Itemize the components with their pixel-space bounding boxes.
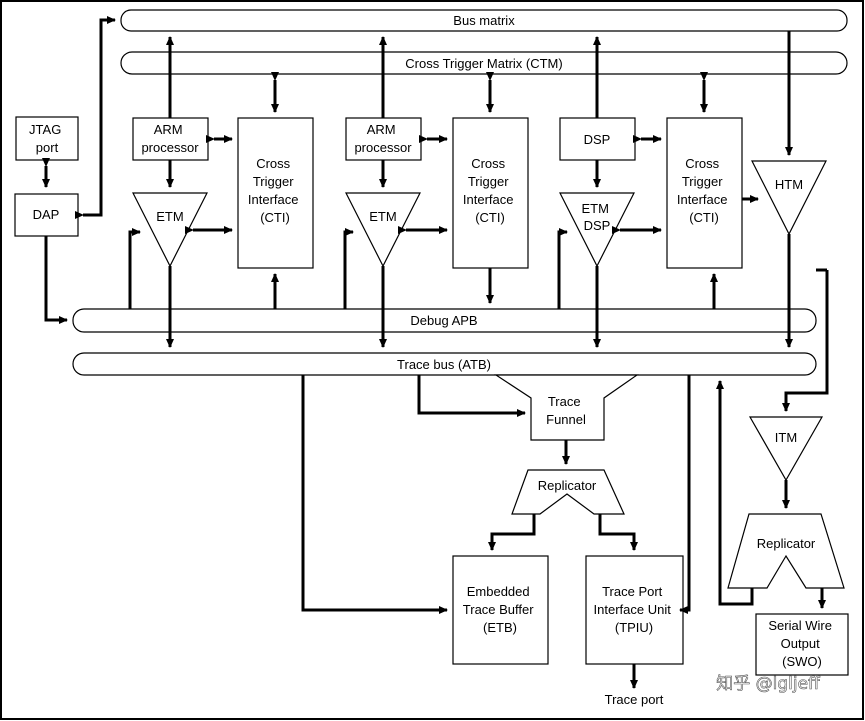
replicator-tracebus-link — [716, 380, 754, 606]
side-itm-link — [782, 270, 829, 412]
etm-dsp-label: ETM DSP — [581, 201, 612, 233]
etb-label: Embedded Trace Buffer (ETB) — [463, 584, 537, 635]
etb-box — [452, 555, 549, 665]
tracebus-etb-link — [301, 375, 448, 614]
debug-apb-label: Debug APB — [410, 313, 477, 328]
replicator-swo-shape — [727, 513, 845, 589]
cti-1-label: Cross Trigger Interface (CTI) — [248, 156, 302, 225]
trace-funnel-shape — [493, 374, 639, 441]
swo-label: Serial Wire Output (SWO) — [768, 618, 835, 669]
tracebus-tpiu-link — [679, 375, 691, 614]
etm-2-label: ETM — [369, 209, 396, 224]
cti-2-box — [452, 117, 529, 269]
trace-bus-label: Trace bus (ATB) — [397, 357, 491, 372]
tracebus-funnel-link — [417, 375, 526, 417]
arm-processor-2-label: ARM processor — [354, 122, 412, 155]
bus-matrix-label: Bus matrix — [453, 13, 515, 28]
trace-port-label: Trace port — [605, 692, 664, 707]
apb-etmdsp-link — [557, 228, 568, 309]
replicator-swo-label: Replicator — [757, 536, 816, 551]
apb-etm2-link — [343, 228, 354, 309]
replicator-main-label: Replicator — [538, 478, 597, 493]
trace-bus-bar — [72, 352, 817, 376]
cti-1-box — [237, 117, 314, 269]
bus-matrix-bar — [120, 9, 848, 32]
replicator-tpiu-link — [598, 514, 638, 551]
dap-label: DAP — [33, 207, 60, 222]
cti-3-label: Cross Trigger Interface (CTI) — [677, 156, 731, 225]
itm-triangle — [748, 416, 824, 482]
htm-triangle — [751, 160, 827, 236]
cti-2-label: Cross Trigger Interface (CTI) — [463, 156, 517, 225]
cti-3-box — [666, 117, 743, 269]
debug-apb-bar — [72, 308, 817, 333]
watermark-text: 知乎 @lgljeff — [716, 674, 821, 694]
replicator-main-shape — [511, 469, 625, 515]
dap-debug-apb-link — [44, 236, 68, 324]
itm-label: ITM — [775, 430, 797, 445]
apb-etm1-link — [128, 228, 141, 309]
jtag-label: JTAG port — [29, 122, 65, 155]
etm-1-label: ETM — [156, 209, 183, 224]
arm-processor-1-label: ARM processor — [141, 122, 199, 155]
replicator-etb-link — [488, 514, 536, 551]
dap-bus-matrix-link — [75, 16, 116, 219]
swo-box — [755, 613, 849, 676]
dsp-label: DSP — [584, 132, 611, 147]
trace-funnel-label: Trace Funnel — [546, 394, 586, 427]
htm-label: HTM — [775, 177, 803, 192]
ctm-label: Cross Trigger Matrix (CTM) — [405, 56, 562, 71]
tpiu-label: Trace Port Interface Unit (TPIU) — [594, 584, 675, 635]
ctm-bar — [120, 51, 848, 75]
